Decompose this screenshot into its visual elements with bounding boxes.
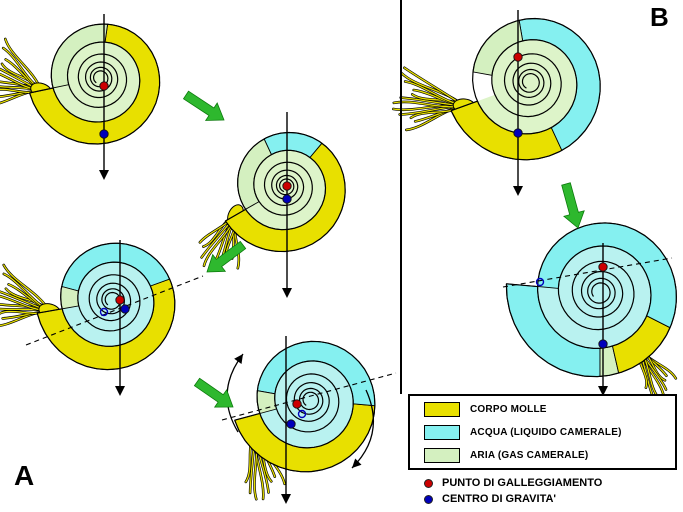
shell-a3	[0, 240, 204, 396]
legend-item-label: CORPO MOLLE	[470, 403, 547, 415]
gravity-center-dot	[282, 194, 292, 204]
rotation-arrow	[351, 389, 375, 469]
water-swatch	[424, 424, 460, 440]
inner-coil	[259, 360, 354, 448]
gravity-center-dot	[513, 128, 523, 138]
panel-a-label: A	[14, 460, 35, 491]
equilibrium-dashed-line	[25, 275, 204, 346]
aperture-lip	[506, 283, 538, 288]
shell-spiral-outline	[224, 131, 346, 253]
inner-coil	[477, 39, 577, 134]
legend-marker-label: PUNTO DI GALLEGGIAMENTO	[442, 477, 603, 489]
legend-item-soft-body: CORPO MOLLE	[410, 401, 547, 417]
legend-box: CORPO MOLLE ACQUA (LIQUIDO CAMERALE) ARI…	[408, 394, 677, 470]
shell-spiral-outline	[234, 340, 376, 473]
stage-arrow	[182, 90, 225, 121]
flotation-point-dot	[513, 52, 523, 62]
shell-spiral-outline	[29, 23, 161, 145]
shell-a1	[0, 14, 161, 180]
inner-coil	[53, 42, 140, 122]
stage-arrow	[206, 240, 247, 273]
legend-item-label: ACQUA (LIQUIDO CAMERALE)	[470, 426, 622, 438]
equilibrium-dashed-line	[221, 372, 397, 421]
shell-a4	[221, 336, 397, 504]
gravity-center-dot	[99, 129, 109, 139]
shell-b1	[392, 10, 601, 196]
previous-center-open-circle	[99, 307, 109, 317]
shell-spiral-outline	[36, 242, 176, 371]
legend-item-water: ACQUA (LIQUIDO CAMERALE)	[410, 424, 622, 440]
legend-marker-gravity: CENTRO DI GRAVITA'	[424, 492, 556, 506]
flotation-point-dot	[598, 262, 608, 272]
stage-arrow	[561, 182, 585, 229]
flotation-point-dot	[424, 478, 433, 488]
previous-center-open-circle	[535, 277, 545, 287]
inner-coil	[537, 245, 651, 349]
shell-spiral-outline	[505, 222, 677, 378]
gravity-center-dot	[286, 419, 296, 429]
gravity-center-dot	[598, 339, 608, 349]
legend-item-gas: ARIA (GAS CAMERALE)	[410, 447, 588, 463]
flotation-point-dot	[292, 399, 302, 409]
aperture-lip	[29, 87, 54, 94]
shell-spiral-outline	[450, 17, 601, 161]
shell-b2	[502, 222, 678, 400]
aperture-lip	[37, 308, 63, 314]
panel-b-label: B	[650, 2, 669, 32]
stage-arrow	[193, 377, 234, 408]
flotation-point-dot	[99, 81, 109, 91]
shell-a2	[198, 112, 346, 298]
aperture-lip	[234, 412, 260, 421]
soft-body-swatch	[424, 401, 460, 417]
equilibrium-dashed-line	[502, 257, 673, 288]
flotation-point-dot	[282, 181, 292, 191]
gravity-center-dot	[120, 304, 130, 314]
legend-marker-label: CENTRO DI GRAVITA'	[442, 493, 557, 505]
previous-center-open-circle	[297, 409, 307, 419]
legend-item-label: ARIA (GAS CAMERALE)	[470, 449, 589, 461]
aperture-lip	[225, 208, 246, 222]
gas-swatch	[424, 447, 460, 463]
legend-marker-flotation: PUNTO DI GALLEGGIAMENTO	[424, 476, 602, 490]
aperture-lip	[450, 100, 478, 112]
gravity-center-dot	[424, 494, 433, 504]
flotation-point-dot	[115, 295, 125, 305]
